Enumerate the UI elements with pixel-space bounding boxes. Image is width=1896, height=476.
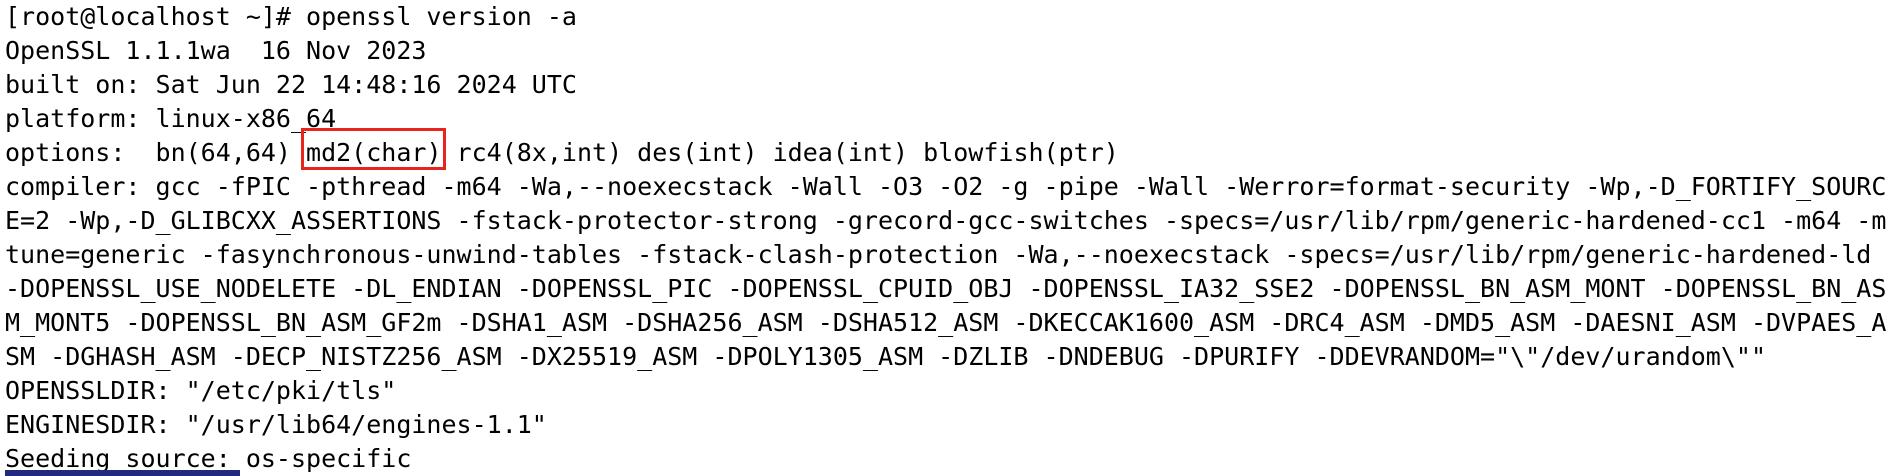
terminal-line-built-on: built on: Sat Jun 22 14:48:16 2024 UTC <box>5 70 577 99</box>
terminal-line-options: options: bn(64,64) md2(char) rc4(8x,int)… <box>0 136 1896 170</box>
md2-highlight-box: md2(char) <box>306 138 441 167</box>
terminal-line-version: OpenSSL 1.1.1wa 16 Nov 2023 <box>5 36 427 65</box>
terminal-line-compiler-3: tune=generic -fasynchronous-unwind-table… <box>5 240 1872 269</box>
terminal-line-platform: platform: linux-x86_64 <box>5 104 337 133</box>
options-text-before: options: bn(64,64) <box>5 138 307 167</box>
options-text-after: rc4(8x,int) des(int) idea(int) blowfish(… <box>441 138 1119 167</box>
terminal-line-seeding-source: Seeding source: os-specific <box>5 444 412 473</box>
terminal-cursor <box>5 470 240 476</box>
terminal-line-prompt-command: [root@localhost ~]# openssl version -a <box>5 2 577 31</box>
md2-highlighted-text: md2(char) <box>306 138 442 167</box>
terminal-line-openssldir: OPENSSLDIR: "/etc/pki/tls" <box>5 376 397 405</box>
terminal-line-compiler-5: M_MONT5 -DOPENSSL_BN_ASM_GF2m -DSHA1_ASM… <box>5 308 1887 337</box>
terminal-line-compiler-6: SM -DGHASH_ASM -DECP_NISTZ256_ASM -DX255… <box>5 342 1766 371</box>
terminal-line-enginesdir: ENGINESDIR: "/usr/lib64/engines-1.1" <box>5 410 547 439</box>
terminal-line-compiler-2: E=2 -Wp,-D_GLIBCXX_ASSERTIONS -fstack-pr… <box>5 206 1887 235</box>
terminal-line-compiler-4: -DOPENSSL_USE_NODELETE -DL_ENDIAN -DOPEN… <box>5 274 1887 303</box>
terminal-line-compiler-1: compiler: gcc -fPIC -pthread -m64 -Wa,--… <box>5 172 1887 201</box>
